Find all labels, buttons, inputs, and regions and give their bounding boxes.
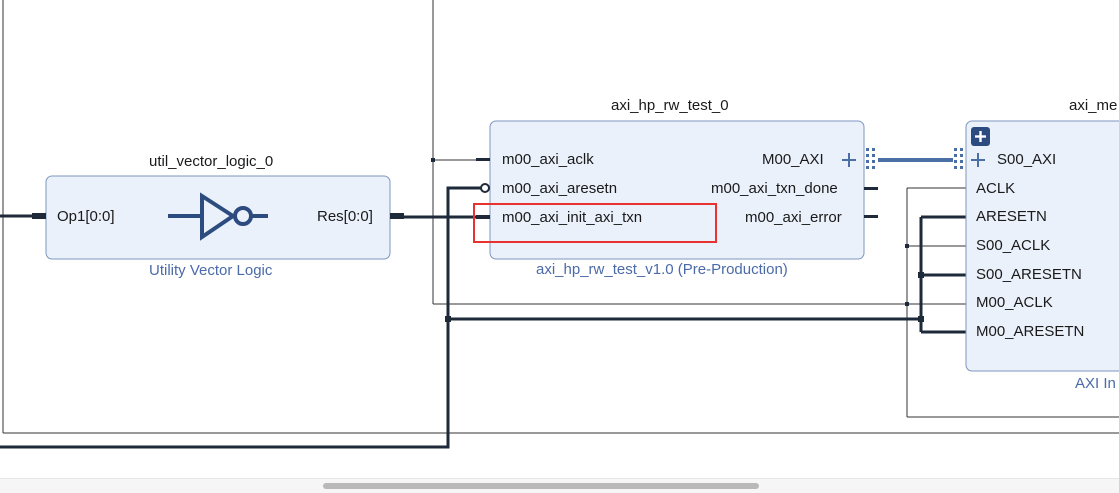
port-txn-done-stub	[864, 187, 878, 190]
port-label-m00-axi-error: m00_axi_error	[745, 209, 842, 226]
block-title-util-vector-logic: util_vector_logic_0	[149, 153, 274, 170]
block-subtitle-util-vector-logic: Utility Vector Logic	[149, 262, 273, 279]
port-label-s00-aclk: S00_ACLK	[976, 237, 1051, 254]
port-res-stub	[390, 213, 404, 219]
port-aclk-stub	[476, 158, 490, 161]
port-error-stub	[864, 215, 878, 218]
block-title-axi-interconnect: axi_me	[1069, 97, 1118, 114]
scrollbar-thumb[interactable]	[323, 483, 759, 489]
junction-dot	[918, 272, 924, 278]
bus-interface-m00-axi[interactable]	[866, 148, 875, 169]
not-gate-icon	[168, 192, 268, 241]
port-label-m00-axi-txn-done: m00_axi_txn_done	[711, 180, 838, 197]
port-label-m00-axi-aclk: m00_axi_aclk	[502, 151, 594, 168]
highlight-box	[473, 203, 717, 243]
horizontal-scrollbar[interactable]	[0, 478, 1119, 493]
port-label-m00-axi-aresetn: m00_axi_aresetn	[502, 180, 618, 197]
port-aresetn-bubble	[480, 183, 490, 193]
port-label-op1: Op1[0:0]	[57, 208, 115, 225]
plus-icon[interactable]	[971, 153, 985, 167]
plus-icon[interactable]	[842, 153, 856, 167]
port-label-m00-aclk: M00_ACLK	[976, 294, 1053, 311]
port-label-m00-aresetn: M00_ARESETN	[976, 323, 1085, 340]
junction-dot	[431, 158, 435, 162]
port-init-stub	[476, 215, 490, 219]
junction-dot	[918, 316, 924, 322]
junction-dot	[905, 244, 909, 248]
block-axi-interconnect[interactable]	[965, 120, 1119, 372]
port-label-res: Res[0:0]	[317, 208, 373, 225]
port-op1-stub	[32, 213, 46, 219]
port-label-aresetn: ARESETN	[976, 208, 1047, 225]
block-title-axi-hp-rw-test: axi_hp_rw_test_0	[611, 97, 729, 114]
port-label-m00-axi: M00_AXI	[762, 151, 824, 168]
block-subtitle-axi-hp-rw-test: axi_hp_rw_test_v1.0 (Pre-Production)	[536, 261, 788, 278]
junctions	[431, 158, 924, 322]
junction-dot	[445, 316, 451, 322]
bus-interface-s00-axi[interactable]	[954, 148, 963, 169]
junction-dot	[905, 302, 909, 306]
port-label-m00-axi-init-axi-txn: m00_axi_init_axi_txn	[502, 209, 643, 226]
expand-icon[interactable]	[971, 127, 990, 146]
port-label-s00-axi: S00_AXI	[997, 151, 1057, 168]
port-label-s00-aresetn: S00_ARESETN	[976, 266, 1082, 283]
port-label-aclk: ACLK	[976, 180, 1016, 197]
block-subtitle-axi-interconnect: AXI In	[1075, 375, 1116, 392]
